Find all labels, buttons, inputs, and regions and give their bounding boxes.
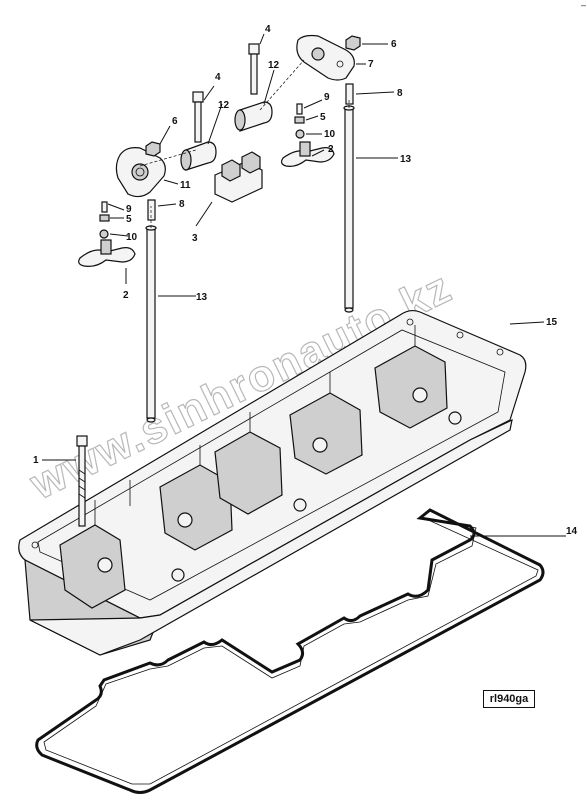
push-rod-right (343, 105, 355, 313)
capscrew-rocker-left (192, 91, 204, 143)
locknut-small-left (99, 214, 110, 222)
callout-5-right: 5 (320, 112, 326, 123)
rocker-shaft-right (234, 101, 273, 132)
callout-6-left: 6 (172, 116, 178, 127)
callout-2-right: 2 (328, 144, 334, 155)
callout-6-right: 6 (391, 39, 397, 50)
capscrew (76, 435, 88, 527)
ball-left (99, 229, 109, 239)
rocker-lever-left (115, 147, 166, 198)
adjusting-screw-left (101, 201, 108, 213)
callout-10-right: 10 (324, 129, 336, 140)
rocker-support (214, 151, 263, 203)
rocker-lever-right (296, 34, 355, 81)
callout-3: 3 (192, 233, 198, 244)
callout-4-right: 4 (265, 24, 271, 35)
callout-10-left: 10 (126, 232, 138, 243)
callout-13-left: 13 (196, 292, 208, 303)
rocker-shaft-left (180, 141, 217, 171)
crosshead-right (280, 141, 335, 167)
callout-12-left: 12 (218, 100, 230, 111)
callout-14: 14 (566, 526, 578, 537)
callout-8-left: 8 (179, 199, 185, 210)
locknut-left (145, 141, 161, 157)
callout-15: 15 (546, 317, 558, 328)
callout-7: 7 (368, 59, 374, 70)
locknut-small-right (294, 116, 305, 124)
figure-reference-code: rl940ga (483, 690, 535, 708)
leader-lines (42, 33, 566, 537)
corner-mark: – (580, 0, 586, 10)
callout-5-left: 5 (126, 214, 132, 225)
callout-12-right: 12 (268, 60, 280, 71)
callout-labels: 1 2 2 3 4 4 5 5 6 6 7 8 8 9 9 10 10 11 1… (33, 24, 578, 537)
callout-4-left: 4 (215, 72, 221, 83)
gasket (35, 508, 545, 794)
callout-9-left: 9 (126, 204, 132, 215)
callout-8-right: 8 (397, 88, 403, 99)
adjusting-screw-right (296, 103, 303, 115)
rocker-housing (18, 309, 527, 656)
locknut-right (345, 35, 361, 51)
ball-right (295, 129, 305, 139)
push-rod-left (145, 225, 157, 423)
callout-9-right: 9 (324, 92, 330, 103)
capscrew-rocker-right (248, 43, 260, 95)
socket-left (147, 199, 156, 221)
socket-right (345, 83, 354, 105)
callout-13-right: 13 (400, 154, 412, 165)
callout-2-left: 2 (123, 290, 129, 301)
callout-11: 11 (180, 180, 191, 191)
callout-1: 1 (33, 455, 39, 466)
crosshead-left (78, 239, 136, 267)
